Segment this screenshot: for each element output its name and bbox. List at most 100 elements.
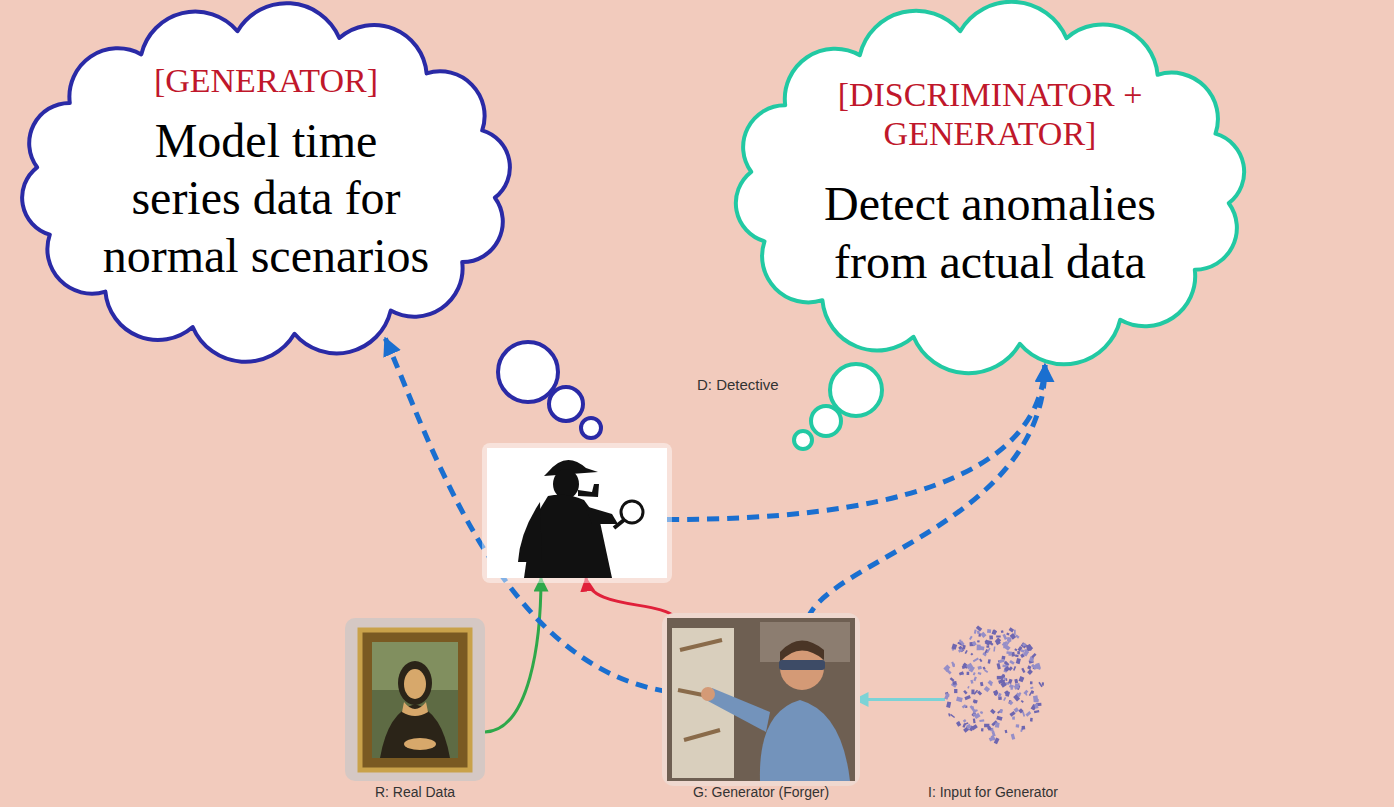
flow-arrow bbox=[855, 698, 945, 701]
figure-face bbox=[404, 669, 426, 699]
noise-dot bbox=[999, 709, 1003, 713]
noise-dot bbox=[973, 713, 976, 715]
noise-dot bbox=[1025, 711, 1031, 717]
noise-dot bbox=[1030, 686, 1034, 689]
noise-dot bbox=[979, 658, 982, 662]
cloud-heading: [DISCRIMINATOR + GENERATOR] bbox=[831, 75, 1149, 153]
noise-dot bbox=[1035, 663, 1041, 670]
noise-dot bbox=[996, 640, 1001, 645]
noise-dot bbox=[1027, 669, 1033, 675]
noise-dot bbox=[1011, 734, 1016, 740]
noise-dot bbox=[970, 653, 973, 656]
noise-dot bbox=[956, 721, 961, 727]
noise-dot bbox=[1034, 703, 1038, 708]
thought-cloud: [GENERATOR]Model time series data for no… bbox=[6, 0, 526, 365]
noise-dot bbox=[1031, 653, 1036, 658]
noise-dot bbox=[1013, 666, 1016, 671]
detective-cape bbox=[518, 502, 542, 562]
noise-dot bbox=[1015, 635, 1019, 639]
paint-strokes bbox=[678, 640, 728, 740]
noise-dot bbox=[959, 671, 964, 675]
noise-dot bbox=[950, 677, 955, 682]
noise-dot bbox=[973, 672, 976, 675]
noise-dot bbox=[1001, 630, 1004, 633]
noise-dot bbox=[974, 629, 977, 633]
figure-chest bbox=[402, 702, 428, 716]
picture-ground bbox=[487, 448, 667, 578]
forger-hair bbox=[780, 640, 824, 662]
detective-head bbox=[553, 469, 579, 499]
noise-dot bbox=[986, 645, 989, 647]
noise-dot bbox=[994, 692, 998, 696]
noise-dot bbox=[1023, 651, 1029, 657]
noise-dot bbox=[981, 728, 983, 731]
noise-dot bbox=[1009, 684, 1014, 689]
noise-dot bbox=[988, 680, 994, 686]
noise-dot bbox=[1004, 690, 1009, 696]
mona-lisa-picture bbox=[345, 618, 485, 781]
noise-dot bbox=[1021, 642, 1027, 648]
noise-dot bbox=[1022, 726, 1026, 730]
noise-dot bbox=[980, 682, 984, 686]
noise-dot bbox=[987, 726, 992, 731]
noise-dot bbox=[1020, 649, 1024, 653]
thought-bubble bbox=[794, 431, 812, 449]
noise-dot bbox=[963, 719, 967, 723]
noise-dot bbox=[998, 693, 1002, 698]
noise-dot bbox=[999, 659, 1005, 663]
dashed-arrow bbox=[667, 365, 1045, 520]
cloud-body: Detect anomalies from actual data bbox=[800, 175, 1180, 290]
magnifier-glass bbox=[621, 501, 643, 523]
noise-dot bbox=[983, 666, 986, 669]
noise-dot bbox=[973, 658, 979, 663]
picture-glow bbox=[662, 613, 860, 786]
thought-bubble bbox=[811, 406, 841, 436]
noise-dot bbox=[965, 650, 968, 654]
noise-dot bbox=[987, 648, 991, 653]
noise-dot bbox=[966, 724, 972, 730]
noise-dot bbox=[962, 704, 967, 708]
forger-hand bbox=[701, 687, 715, 701]
noise-dot bbox=[1004, 666, 1010, 672]
picture-ground bbox=[345, 618, 485, 781]
noise-dot bbox=[990, 709, 996, 715]
picture-label: D: Detective bbox=[697, 376, 779, 394]
figure-hands bbox=[404, 738, 436, 750]
picture-ground bbox=[667, 618, 855, 781]
noise-dot bbox=[1014, 679, 1018, 684]
noise-dot bbox=[962, 665, 967, 669]
picture-label: R: Real Data bbox=[375, 784, 455, 801]
noise-dot bbox=[993, 629, 997, 633]
noise-dot bbox=[1017, 651, 1020, 654]
noise-dot bbox=[954, 689, 957, 693]
thought-bubble bbox=[581, 418, 601, 438]
noise-dot bbox=[967, 672, 970, 675]
noise-dot bbox=[977, 631, 980, 635]
noise-dot bbox=[1008, 654, 1011, 656]
noise-dot bbox=[997, 663, 1001, 669]
noise-dot bbox=[1009, 627, 1014, 632]
noise-dot bbox=[979, 719, 984, 722]
noise-dot bbox=[951, 681, 958, 687]
noise-dot bbox=[1016, 658, 1021, 664]
noise-dot bbox=[1030, 718, 1033, 722]
noise-dots bbox=[943, 625, 1044, 744]
noise-dot bbox=[997, 709, 1002, 714]
picture-node: G: Generator (Forger) bbox=[667, 618, 855, 781]
noise-dot bbox=[1022, 711, 1025, 716]
picture-frame bbox=[360, 630, 470, 770]
thought-bubble bbox=[549, 387, 583, 421]
noise-dot bbox=[1014, 707, 1019, 712]
detective-arm bbox=[585, 506, 618, 524]
noise-dot bbox=[1019, 676, 1025, 682]
noise-dot bbox=[1002, 634, 1007, 640]
noise-dot bbox=[1014, 630, 1016, 636]
noise-dot bbox=[993, 646, 995, 651]
noise-dot bbox=[953, 681, 957, 685]
noise-dot bbox=[946, 701, 951, 707]
noise-dot bbox=[1012, 716, 1015, 719]
noise-dot bbox=[1009, 711, 1015, 717]
flow-arrow bbox=[485, 578, 541, 732]
noise-dot bbox=[987, 629, 991, 633]
